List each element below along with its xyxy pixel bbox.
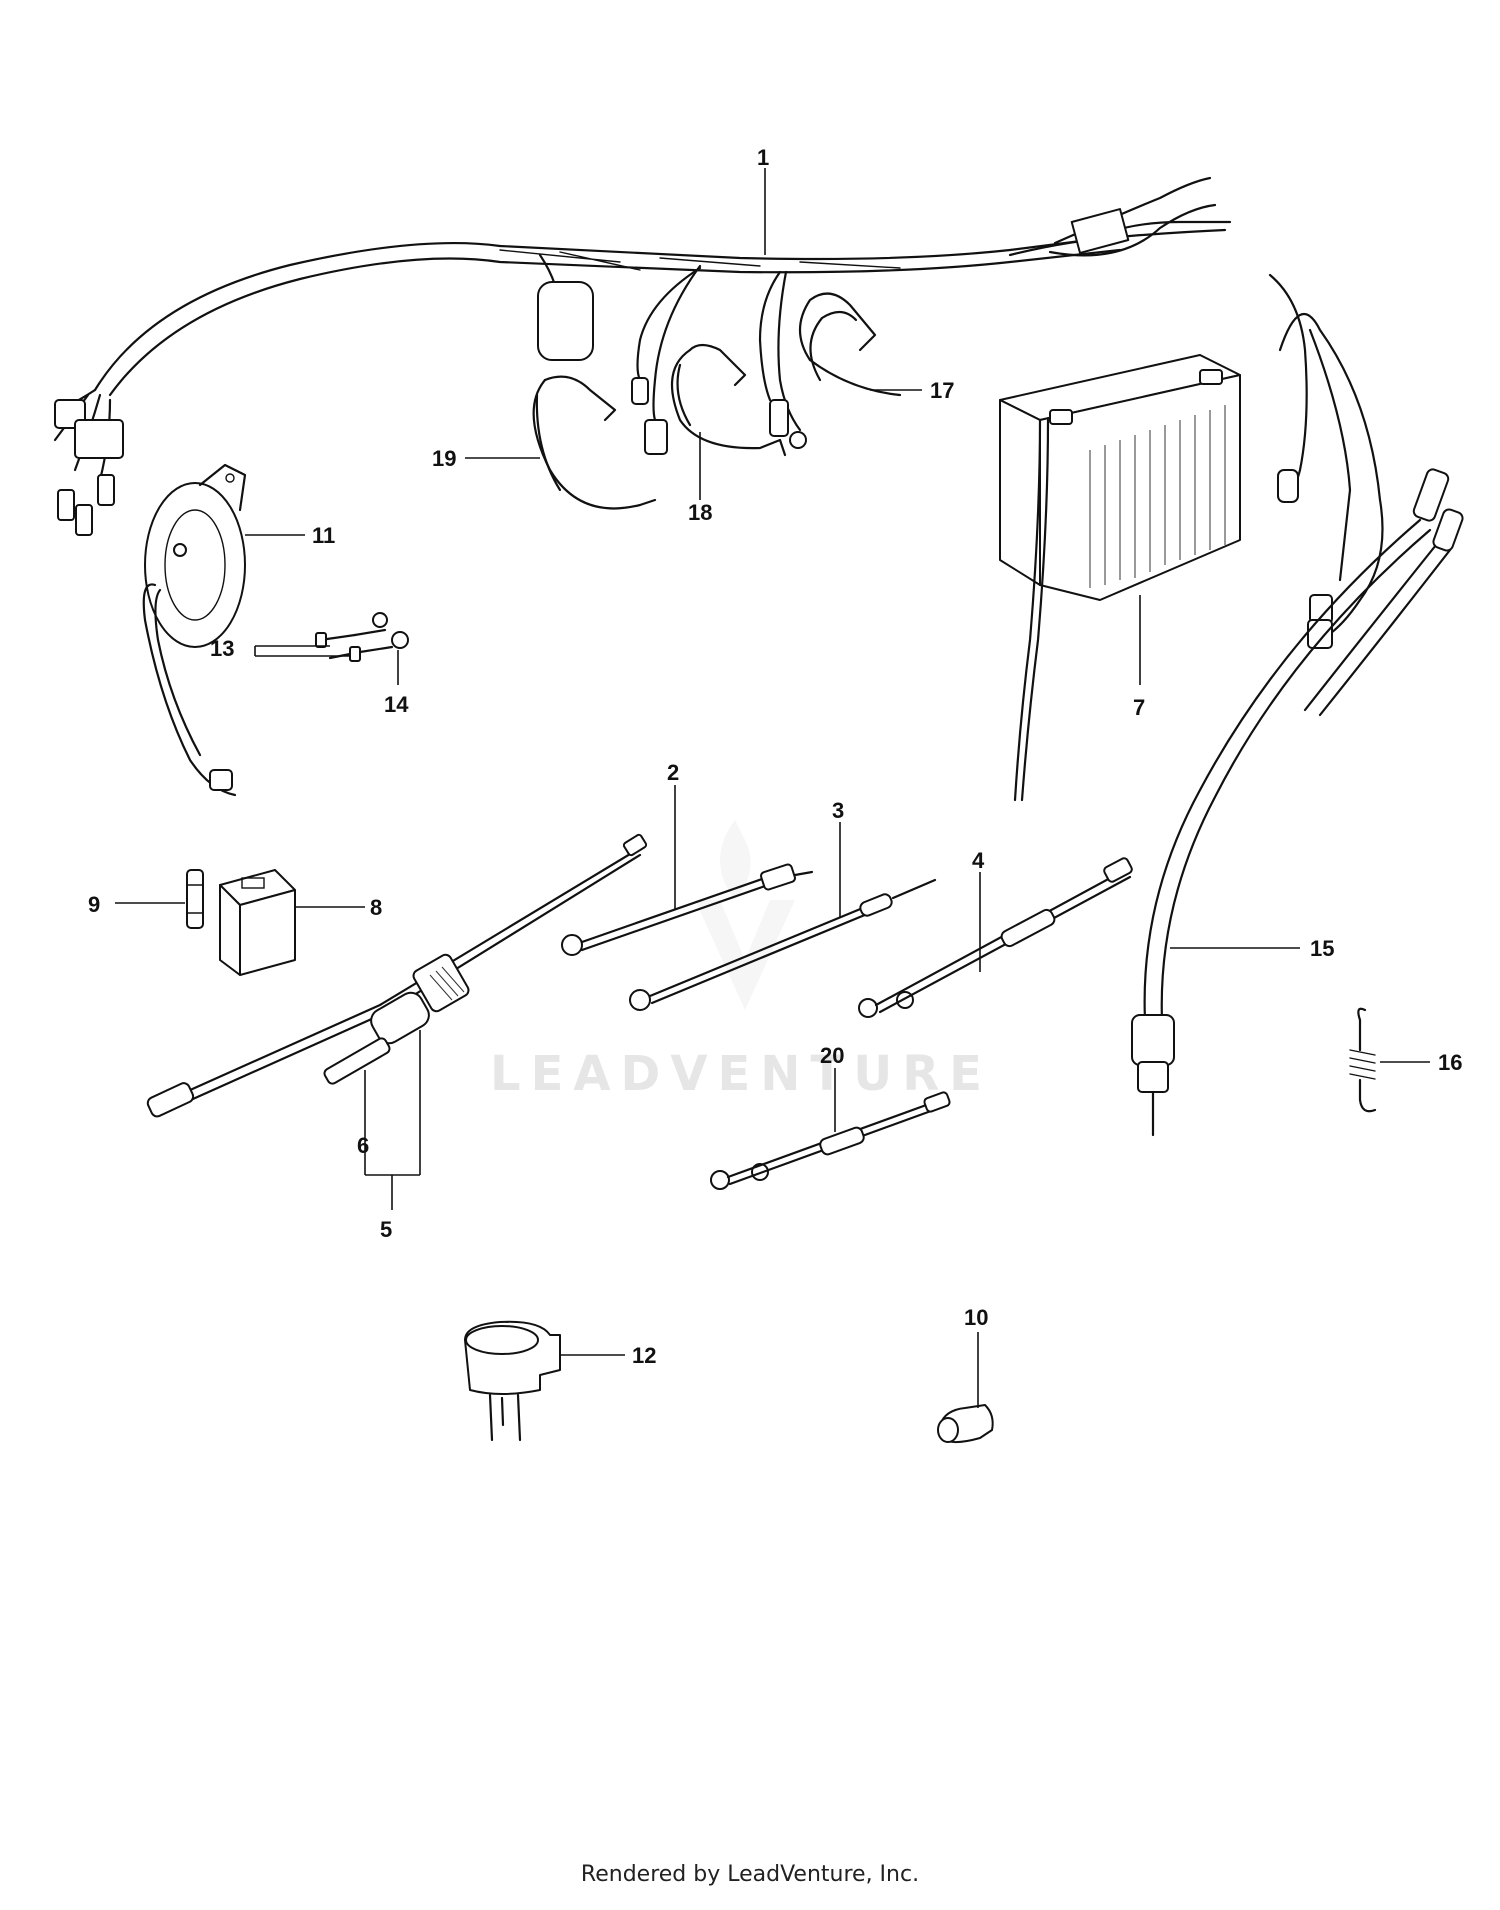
- harness-band-17: 17: [799, 292, 954, 403]
- relay-box: 8: [219, 869, 382, 976]
- callout-label-4: 4: [972, 848, 985, 873]
- callout-label-17: 17: [930, 378, 954, 403]
- callout-label-10: 10: [964, 1305, 988, 1330]
- wire-lead-4: 4: [858, 848, 1133, 1018]
- callout-label-15: 15: [1310, 936, 1334, 961]
- footer-credit: Rendered by LeadVenture, Inc.: [580, 1862, 920, 1887]
- terminal-cap: 10: [937, 1305, 994, 1444]
- callout-label-1: 1: [757, 145, 769, 170]
- battery: 7: [999, 354, 1241, 802]
- callout-label-7: 7: [1133, 695, 1145, 720]
- callout-label-20: 20: [820, 1043, 844, 1068]
- callout-label-2: 2: [667, 760, 679, 785]
- callout-label-3: 3: [832, 798, 844, 823]
- wire-lead-20: 20: [710, 1043, 951, 1190]
- fuse-9: 9: [88, 869, 204, 929]
- callout-label-14: 14: [384, 692, 409, 717]
- callout-label-12: 12: [632, 1343, 656, 1368]
- callout-label-11: 11: [312, 523, 335, 548]
- wire-lead-3: 3: [629, 798, 937, 1011]
- callout-1: 1: [757, 145, 769, 255]
- callout-label-18: 18: [688, 500, 712, 525]
- harness-band-19: 19: [432, 375, 657, 510]
- wire-harness: [53, 176, 1384, 649]
- callout-label-8: 8: [370, 895, 382, 920]
- harness-band-18: 18: [670, 343, 787, 525]
- fuse-holder: 6 5: [146, 833, 648, 1242]
- flasher-relay: 12: [464, 1320, 656, 1442]
- callout-label-6: 6: [357, 1133, 369, 1158]
- wire-lead-2: 2: [561, 760, 814, 956]
- spring: 16: [1349, 1007, 1462, 1113]
- callout-label-19: 19: [432, 446, 456, 471]
- brake-switch-cable: 15: [1131, 468, 1464, 1137]
- watermark-logo: [695, 820, 795, 1010]
- horn-bolts: 13: [210, 612, 409, 662]
- watermark-text: LEADVENTURE: [490, 1046, 992, 1102]
- callout-label-13: 13: [210, 636, 234, 661]
- horn: 11: [142, 463, 335, 797]
- callout-label-5: 5: [380, 1217, 392, 1242]
- callout-14: 14: [384, 650, 409, 717]
- callout-label-9: 9: [88, 892, 100, 917]
- callout-label-16: 16: [1438, 1050, 1462, 1075]
